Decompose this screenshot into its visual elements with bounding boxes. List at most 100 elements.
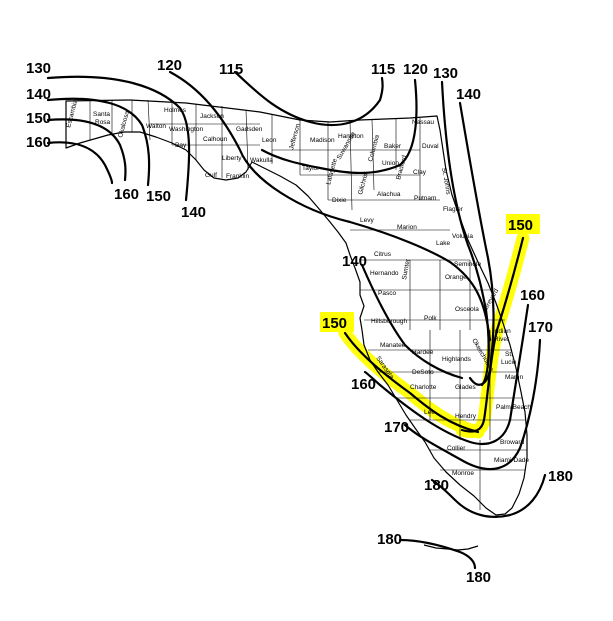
contour-170-east xyxy=(403,338,542,471)
county-clay: Clay xyxy=(413,169,427,176)
county-hardee: Hardee xyxy=(412,349,434,356)
speed-label-160-east: 160 xyxy=(520,287,545,304)
contour-180-keys xyxy=(398,538,477,570)
county-hendry: Hendry xyxy=(455,413,477,420)
county-gilchrist: Gilchrist xyxy=(357,171,370,196)
county-st-lucie-1: St. xyxy=(505,351,513,358)
county-collier: Collier xyxy=(447,445,466,452)
county-escambia: Escambia xyxy=(65,99,79,129)
county-desoto: DeSoto xyxy=(412,369,434,376)
speed-label-140-west: 140 xyxy=(26,86,51,103)
county-bradford: Bradford xyxy=(395,154,408,180)
contour-160-west xyxy=(46,141,114,185)
county-nassau: Nassau xyxy=(412,119,434,126)
county-dixie: Dixie xyxy=(332,197,347,204)
contour-120-ne xyxy=(260,78,418,174)
county-jackson: Jackson xyxy=(200,113,224,120)
county-glades: Glades xyxy=(455,384,476,391)
contour-160-east xyxy=(363,303,530,446)
county-okaloosa: Okaloosa xyxy=(117,110,131,139)
county-volusia: Volusia xyxy=(452,233,473,240)
speed-label-130-west: 130 xyxy=(26,60,51,77)
contour-180-east xyxy=(430,473,547,518)
florida-outline xyxy=(65,99,528,516)
county-broward: Broward xyxy=(500,439,525,446)
speed-label-140-ne: 140 xyxy=(456,86,481,103)
county-st-johns: St. Johns xyxy=(440,167,452,196)
county-santa-rosa-2: Rosa xyxy=(95,119,111,126)
county-osceola: Osceola xyxy=(455,306,479,313)
county-monroe: Monroe xyxy=(452,470,474,477)
speed-label-160-bottom: 160 xyxy=(114,186,139,203)
county-columbia: Columbia xyxy=(367,134,381,163)
county-santa-rosa-1: Santa xyxy=(93,111,110,118)
speed-label-180-keys: 180 xyxy=(377,531,402,548)
county-seminole: Seminole xyxy=(454,261,481,268)
speed-label-160-sw: 160 xyxy=(351,376,376,393)
contour-150-west xyxy=(46,118,127,182)
county-flagler: Flagler xyxy=(443,206,464,213)
speed-label-150-west: 150 xyxy=(26,110,51,127)
county-hamilton: Hamilton xyxy=(338,133,364,140)
speed-label-130-ne: 130 xyxy=(433,65,458,82)
speed-label-115-right: 115 xyxy=(371,61,395,78)
county-charlotte: Charlotte xyxy=(410,384,437,391)
county-franklin: Franklin xyxy=(226,173,250,180)
speed-label-180-mid: 180 xyxy=(424,477,449,494)
county-baker: Baker xyxy=(384,143,402,150)
contour-150-east-line xyxy=(460,236,525,433)
county-st-lucie-2: Lucie xyxy=(501,359,517,366)
contour-130-ne xyxy=(440,80,490,387)
county-palm-beach: Palm Beach xyxy=(496,404,531,411)
speed-labels: 130 140 150 160 120 115 115 120 130 140 … xyxy=(26,57,573,586)
county-union: Union xyxy=(382,160,399,167)
county-indian-river-2: River xyxy=(494,336,510,343)
county-sumter: Sumter xyxy=(401,258,412,281)
wind-contours xyxy=(46,70,547,570)
speed-label-120-top: 120 xyxy=(157,57,182,74)
contour-130-west xyxy=(46,75,191,202)
county-lee: Lee xyxy=(424,409,435,416)
county-alachua: Alachua xyxy=(377,191,401,198)
speed-label-115-left: 115 xyxy=(219,61,243,78)
county-duval: Duval xyxy=(422,143,439,150)
county-bay: Bay xyxy=(175,142,187,149)
speed-label-160-west: 160 xyxy=(26,134,51,151)
county-wakulla: Wakulla xyxy=(250,157,273,164)
county-walton: Walton xyxy=(146,123,166,130)
contour-140-mid xyxy=(360,263,464,380)
speed-label-170-east: 170 xyxy=(528,319,553,336)
speed-label-150-east: 150 xyxy=(508,217,533,234)
county-leon: Leon xyxy=(262,137,277,144)
label-bg-150-west xyxy=(320,312,354,332)
county-levy: Levy xyxy=(360,217,374,224)
county-madison: Madison xyxy=(310,137,335,144)
county-putnam: Putnam xyxy=(414,195,436,202)
contour-140-west xyxy=(46,97,151,187)
speed-label-140-mid: 140 xyxy=(342,253,367,270)
county-labels: Escambia Santa Rosa Okaloosa Walton Holm… xyxy=(65,99,531,477)
county-indian-river-1: Indian xyxy=(493,328,511,335)
county-holmes: Holmes xyxy=(164,107,187,114)
county-highlands: Highlands xyxy=(442,356,472,363)
label-bg-150-east xyxy=(506,214,540,234)
county-manatee: Manatee xyxy=(380,342,406,349)
county-taylor: Taylor xyxy=(302,165,320,172)
county-hernando: Hernando xyxy=(370,270,399,277)
county-citrus: Citrus xyxy=(374,251,392,258)
county-polk: Polk xyxy=(424,315,437,322)
county-boundaries xyxy=(89,99,527,510)
county-marion: Marion xyxy=(397,224,417,231)
county-miami-dade: Miami-Dade xyxy=(494,457,529,464)
speed-label-150-west: 150 xyxy=(322,315,347,332)
speed-label-140-bottom: 140 xyxy=(181,204,206,221)
county-hillsborough: Hillsborough xyxy=(371,318,408,325)
speed-label-170-sw: 170 xyxy=(384,419,409,436)
county-martin: Martin xyxy=(505,374,523,381)
speed-label-120-ne: 120 xyxy=(403,61,428,78)
contour-120-top xyxy=(168,70,492,342)
county-calhoun: Calhoun xyxy=(203,136,228,143)
contour-150-west-line xyxy=(343,331,480,434)
